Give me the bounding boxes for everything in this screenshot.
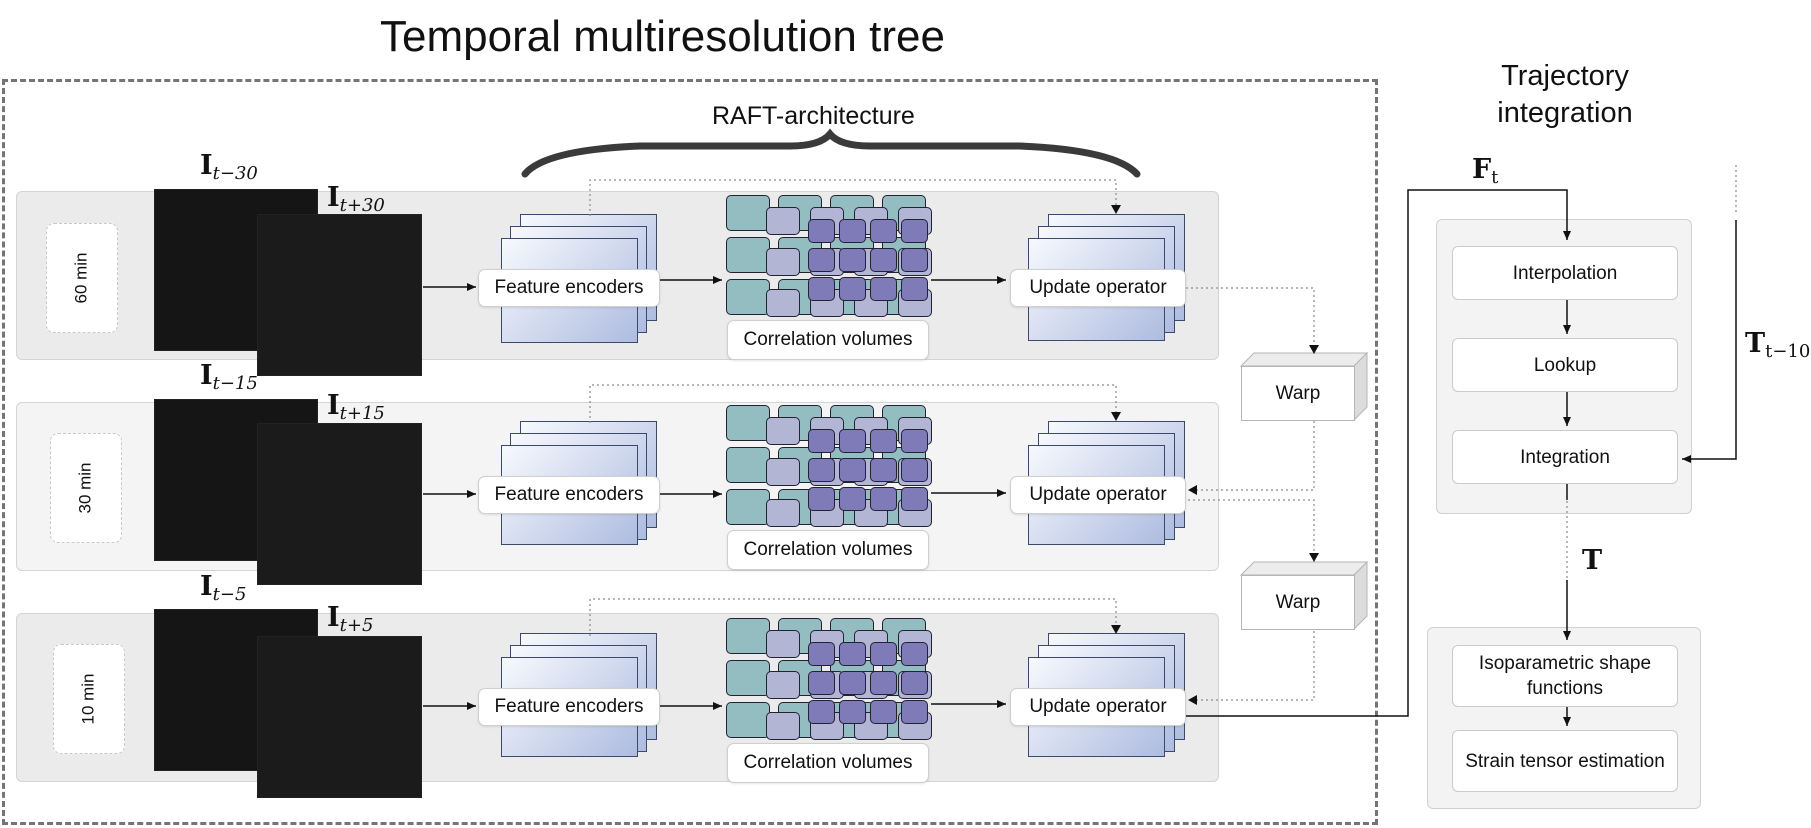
image-label: It+30 — [327, 182, 385, 216]
raft-architecture-label: RAFT-architecture — [712, 102, 915, 130]
correlation-cell — [839, 487, 866, 511]
image-label: It−15 — [200, 360, 258, 394]
previous-trajectory-label: Tt−10 — [1745, 328, 1811, 362]
trajectory-label: T — [1582, 545, 1603, 576]
correlation-cell — [808, 429, 835, 453]
warp-box: Warp — [1241, 366, 1355, 421]
correlation-cell — [726, 195, 770, 231]
update-operator-label: Update operator — [1010, 688, 1186, 726]
shape-functions-step: Isoparametric shape functions — [1452, 645, 1678, 707]
correlation-cell — [808, 671, 835, 695]
correlation-cell — [726, 279, 770, 315]
correlation-cell — [839, 642, 866, 666]
correlation-cell — [839, 429, 866, 453]
correlation-volume — [726, 405, 932, 527]
correlation-cell — [766, 417, 800, 445]
correlation-cell — [766, 630, 800, 658]
correlation-cell — [766, 248, 800, 276]
correlation-cell — [808, 700, 835, 724]
image-frame-front — [258, 637, 421, 797]
trajectory-integration-title: Trajectory integration — [1497, 60, 1633, 129]
correlation-cell — [839, 219, 866, 243]
image-label: It−30 — [200, 150, 258, 184]
warp-box-3d — [1240, 352, 1369, 422]
update-operator-label: Update operator — [1010, 476, 1186, 514]
correlation-volumes-label: Correlation volumes — [727, 530, 929, 570]
correlation-cell — [870, 487, 897, 511]
image-frame-front — [258, 424, 421, 584]
multiresolution-frame — [2, 79, 1378, 825]
lookup-step: Lookup — [1452, 338, 1678, 392]
interpolation-step: Interpolation — [1452, 246, 1678, 300]
correlation-cell — [839, 248, 866, 272]
time-box-10min: 10 min — [53, 644, 125, 754]
correlation-cell — [726, 660, 770, 696]
correlation-cell — [901, 429, 928, 453]
correlation-cell — [901, 700, 928, 724]
correlation-cell — [808, 277, 835, 301]
correlation-volume — [726, 618, 932, 740]
image-frame-front — [258, 215, 421, 375]
correlation-cell — [766, 499, 800, 527]
time-box-60min: 60 min — [46, 223, 118, 333]
correlation-volume — [726, 195, 932, 317]
correlation-cell — [726, 405, 770, 441]
correlation-cell — [808, 487, 835, 511]
correlation-cell — [901, 642, 928, 666]
correlation-cell — [839, 458, 866, 482]
correlation-cell — [870, 277, 897, 301]
feature-encoders-label: Feature encoders — [478, 476, 660, 514]
correlation-cell — [839, 671, 866, 695]
update-operator-label: Update operator — [1010, 269, 1186, 307]
image-label: It−5 — [200, 571, 247, 605]
diagram-title: Temporal multiresolution tree — [380, 12, 945, 61]
warp-box: Warp — [1241, 575, 1355, 630]
correlation-cell — [766, 458, 800, 486]
correlation-cell — [726, 702, 770, 738]
correlation-cell — [901, 248, 928, 272]
correlation-cell — [870, 248, 897, 272]
correlation-cell — [901, 277, 928, 301]
feature-encoders-label: Feature encoders — [478, 688, 660, 726]
feature-encoders-label: Feature encoders — [478, 269, 660, 307]
correlation-cell — [766, 671, 800, 699]
flow-field-label: Ft — [1472, 154, 1499, 188]
correlation-cell — [870, 700, 897, 724]
correlation-cell — [808, 642, 835, 666]
time-box-30min: 30 min — [50, 433, 122, 543]
correlation-cell — [870, 219, 897, 243]
integration-step: Integration — [1452, 430, 1678, 484]
correlation-cell — [766, 289, 800, 317]
correlation-cell — [870, 429, 897, 453]
correlation-cell — [870, 671, 897, 695]
correlation-cell — [901, 458, 928, 482]
correlation-cell — [726, 618, 770, 654]
correlation-cell — [766, 712, 800, 740]
correlation-cell — [870, 458, 897, 482]
correlation-cell — [808, 219, 835, 243]
correlation-cell — [901, 487, 928, 511]
correlation-volumes-label: Correlation volumes — [727, 320, 929, 360]
image-label: It+5 — [327, 602, 374, 636]
correlation-cell — [766, 207, 800, 235]
correlation-volumes-label: Correlation volumes — [727, 743, 929, 783]
correlation-cell — [726, 237, 770, 273]
correlation-cell — [901, 671, 928, 695]
correlation-cell — [808, 248, 835, 272]
correlation-cell — [901, 219, 928, 243]
image-label: It+15 — [327, 390, 385, 424]
correlation-cell — [839, 277, 866, 301]
strain-tensor-step: Strain tensor estimation — [1452, 730, 1678, 792]
correlation-cell — [839, 700, 866, 724]
correlation-cell — [808, 458, 835, 482]
correlation-cell — [870, 642, 897, 666]
